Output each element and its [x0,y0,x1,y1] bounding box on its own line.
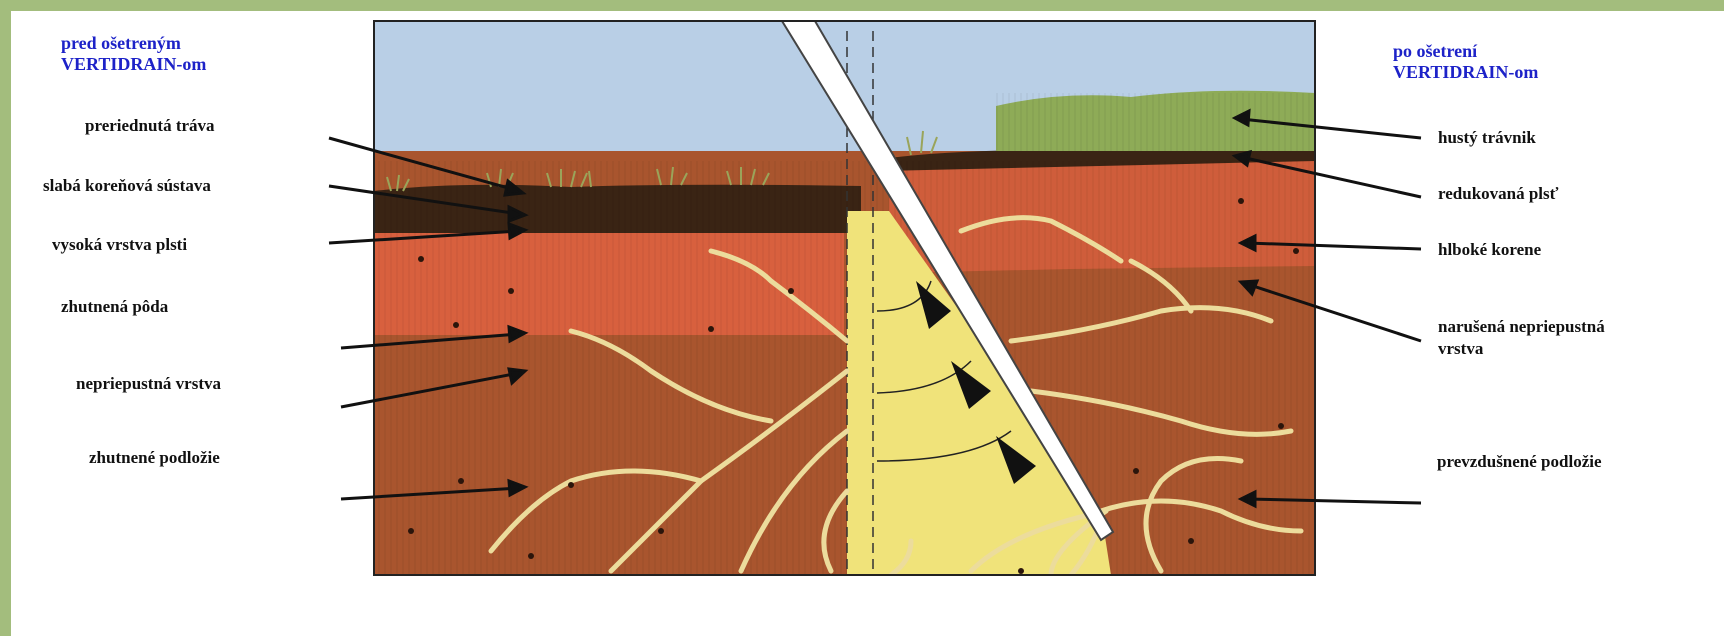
diagram-canvas: pred ošetreným VERTIDRAIN-om po ošetrení… [11,11,1724,636]
soil-cross-section-illustration [11,11,1724,636]
soil-texture [374,161,1315,575]
